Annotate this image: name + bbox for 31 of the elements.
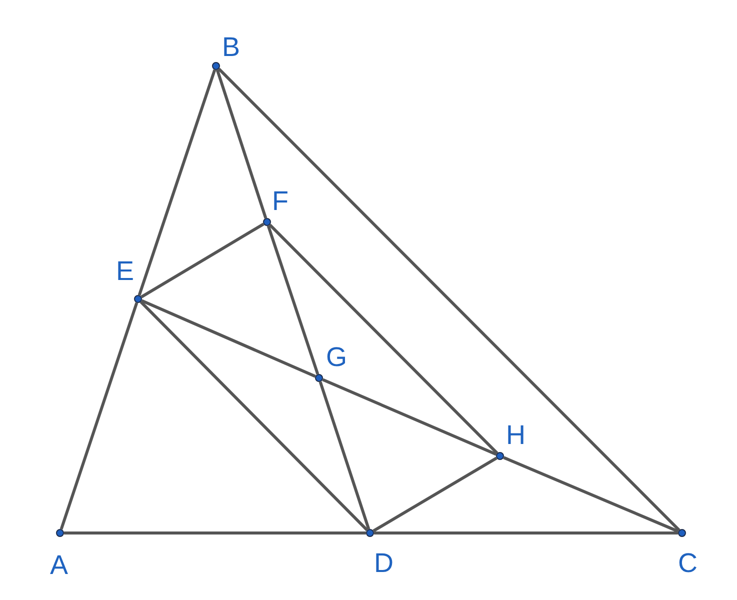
line-segment [216, 69, 268, 219]
point-label: D [374, 548, 394, 578]
line-segment [218, 68, 680, 532]
point [366, 529, 374, 537]
line-segment [503, 456, 679, 533]
line-segment [372, 456, 498, 532]
point-label: H [506, 420, 526, 450]
point [134, 295, 142, 303]
line-segment [374, 532, 678, 534]
line-segment [138, 69, 216, 296]
point [212, 62, 220, 70]
line-segment [60, 302, 138, 530]
line-segment [322, 378, 497, 456]
point [678, 529, 686, 537]
point [496, 452, 504, 460]
line-segment [140, 300, 368, 532]
point [56, 529, 64, 537]
point-label: B [222, 32, 240, 62]
point [263, 218, 271, 226]
line-segment [140, 222, 264, 298]
point-label: C [678, 548, 698, 578]
point-label: A [50, 550, 68, 580]
point-label: E [116, 256, 134, 286]
line-segment [268, 224, 498, 454]
point-label: F [272, 186, 288, 216]
point [315, 374, 323, 382]
point-label: G [326, 342, 348, 372]
line-segment [64, 532, 366, 534]
line-segment [141, 299, 316, 378]
line-segment [266, 225, 320, 375]
line-segment [318, 381, 370, 530]
